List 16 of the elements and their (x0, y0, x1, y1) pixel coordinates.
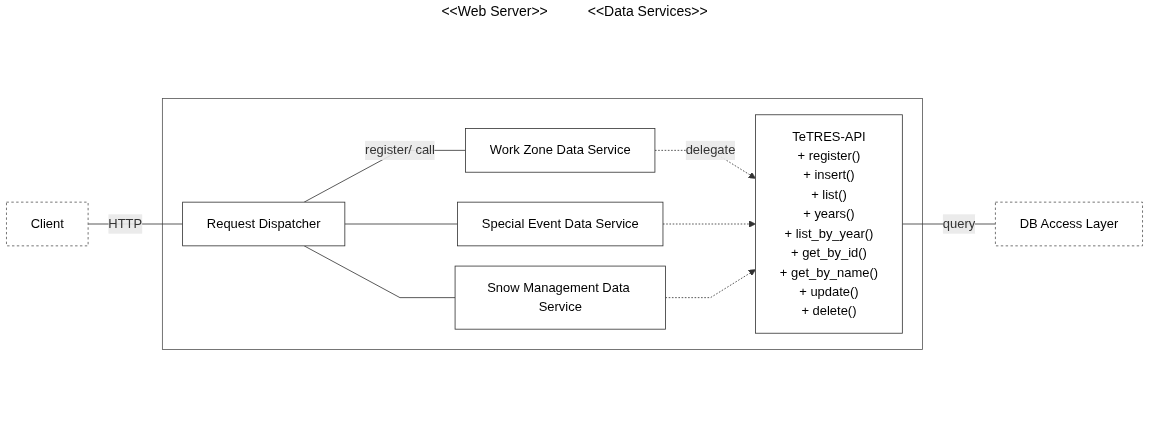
node-box: Special Event Data Service (457, 201, 664, 247)
edge-label: register/ call (365, 143, 435, 157)
stereotype-label: <<Web Server>> (441, 3, 548, 19)
node-box: TeTRES-API + register() + insert() + list() + years() + list_by_year() + get_by_id() + get_by_name() + update() + delete() (755, 114, 903, 334)
node-box: Request Dispatcher (182, 201, 346, 247)
node-box: Work Zone Data Service (465, 128, 656, 173)
edge-label: query (942, 216, 976, 231)
node-box: Client (6, 201, 89, 247)
cluster (161, 98, 923, 350)
connector (344, 223, 458, 225)
node-box: Snow Management Data Service (454, 265, 666, 330)
node-box: DB Access Layer (995, 201, 1143, 247)
edge-label: HTTP (108, 216, 143, 231)
connector (303, 245, 456, 299)
edge-label: delegate (685, 143, 736, 157)
stereotype-label: <<Data Services>> (587, 3, 708, 19)
